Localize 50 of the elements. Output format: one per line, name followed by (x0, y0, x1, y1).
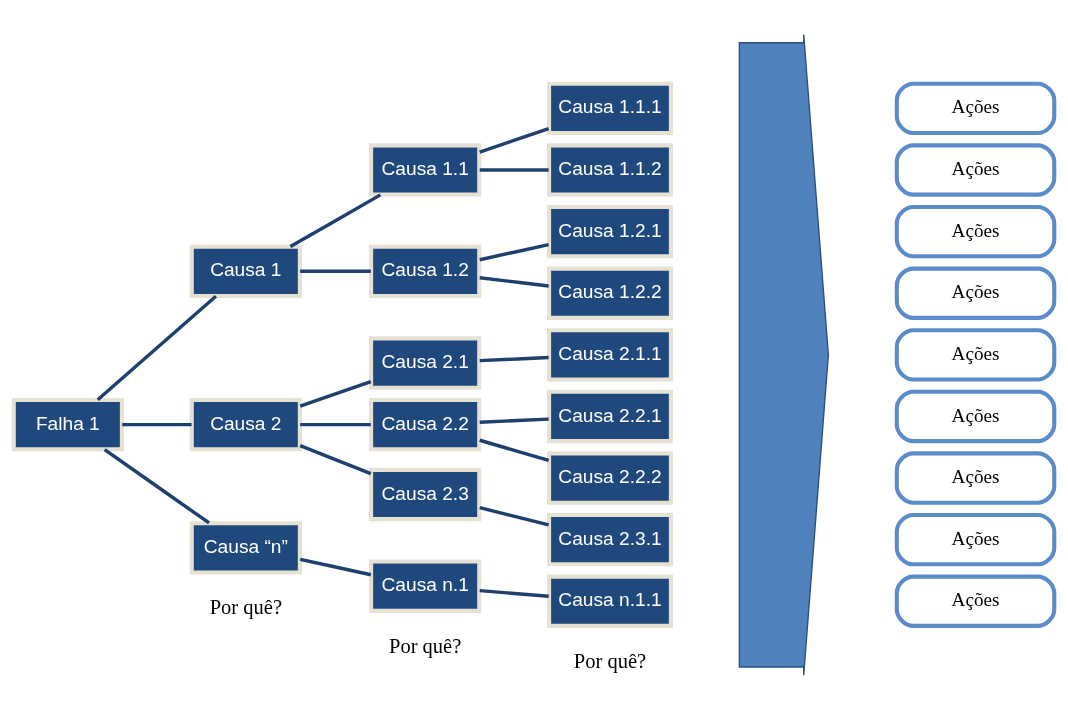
connector (479, 355, 549, 362)
node-box: Causa 1.2.1 (547, 204, 673, 258)
node-box: Causa 2.2 (369, 397, 482, 451)
node-box: Ações (894, 204, 1057, 258)
node-box: Ações (894, 389, 1057, 443)
node-box: Causa “n” (189, 520, 302, 575)
node-box: Causa 2 (189, 397, 302, 451)
node-box: Ações (894, 142, 1057, 197)
connector (479, 167, 549, 172)
node-box: Causa 1.2.2 (547, 266, 673, 320)
label: Por quê? (573, 649, 647, 672)
connector (122, 422, 192, 426)
connector (300, 269, 371, 273)
connector (299, 443, 372, 475)
connector (299, 557, 372, 576)
connector (479, 126, 550, 154)
node-box: Causa 2.1 (369, 335, 482, 390)
connector (96, 294, 218, 401)
node-box: Ações (894, 327, 1057, 382)
label: Por quê? (388, 634, 462, 657)
label: Por quê? (209, 595, 282, 618)
node-box: Causa 1.1.1 (547, 81, 673, 135)
connector (103, 447, 211, 524)
connector (299, 379, 372, 408)
node-box: Causa 2.3 (369, 467, 482, 521)
node-box: Causa n.1.1 (547, 574, 673, 628)
node-box: Ações (894, 450, 1057, 505)
connector (479, 438, 550, 462)
node-box: Causa 2.2.1 (547, 389, 673, 443)
node-box: Causa 2.1.1 (547, 327, 673, 382)
node-box: Ações (894, 574, 1057, 628)
node-box: Causa 1.2 (369, 244, 482, 298)
connector (289, 192, 382, 248)
node-box: Ações (894, 512, 1057, 566)
node-box: Falha 1 (11, 397, 124, 451)
connector (479, 505, 550, 526)
node-box: Causa 1 (189, 244, 302, 298)
connector (479, 242, 550, 261)
connector (479, 275, 549, 288)
node-box: Causa 2.3.1 (547, 512, 673, 566)
node-box: Ações (894, 266, 1057, 320)
node-box: Causa 1.1.2 (547, 142, 673, 197)
connector (479, 416, 549, 424)
connector (300, 422, 371, 426)
node-box: Ações (894, 81, 1057, 135)
node-box: Causa 1.1 (369, 142, 482, 197)
node-box: Causa 2.2.2 (547, 450, 673, 505)
node-arrow (738, 33, 830, 676)
node-box: Causa n.1 (369, 559, 482, 613)
connector (479, 588, 549, 598)
